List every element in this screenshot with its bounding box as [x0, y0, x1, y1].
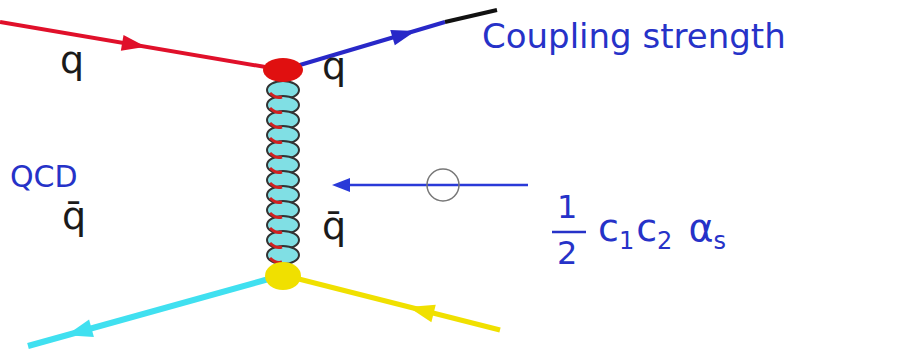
vertex-dot — [263, 58, 303, 82]
antiquark-line — [28, 275, 283, 346]
antiquark-line — [283, 275, 500, 330]
particle-label: q̄ — [62, 196, 86, 238]
formula-symbol: c — [636, 206, 657, 250]
quark-line — [283, 22, 445, 70]
particle-label: q — [60, 40, 84, 82]
subscript: 1 — [619, 227, 634, 255]
fraction-numerator: 1 — [557, 190, 577, 225]
fraction-bar — [552, 231, 586, 234]
arrow-head — [121, 35, 147, 55]
formula-symbol: c — [598, 206, 619, 250]
gluon-coil — [267, 81, 299, 264]
fraction-denominator: 2 — [557, 236, 577, 271]
gluon-accent — [270, 93, 282, 263]
particle-label: q̄ — [322, 206, 346, 248]
arrow-head — [332, 178, 350, 192]
pointer-arrow — [345, 184, 528, 187]
subscript: 2 — [657, 227, 672, 255]
particle-label: q — [322, 46, 346, 88]
arrow-head — [406, 298, 436, 322]
arrow-head — [64, 320, 94, 344]
marker-circle — [427, 169, 459, 201]
heading-label: Coupling strength — [482, 18, 786, 55]
formula-symbol: α — [688, 206, 713, 250]
theory-label: QCD — [10, 160, 78, 193]
quark-line — [0, 22, 283, 70]
vertex-dot — [265, 262, 301, 290]
subscript: s — [713, 227, 726, 255]
arrow-head — [390, 23, 418, 45]
formula-group: c1c2αs — [598, 208, 726, 254]
